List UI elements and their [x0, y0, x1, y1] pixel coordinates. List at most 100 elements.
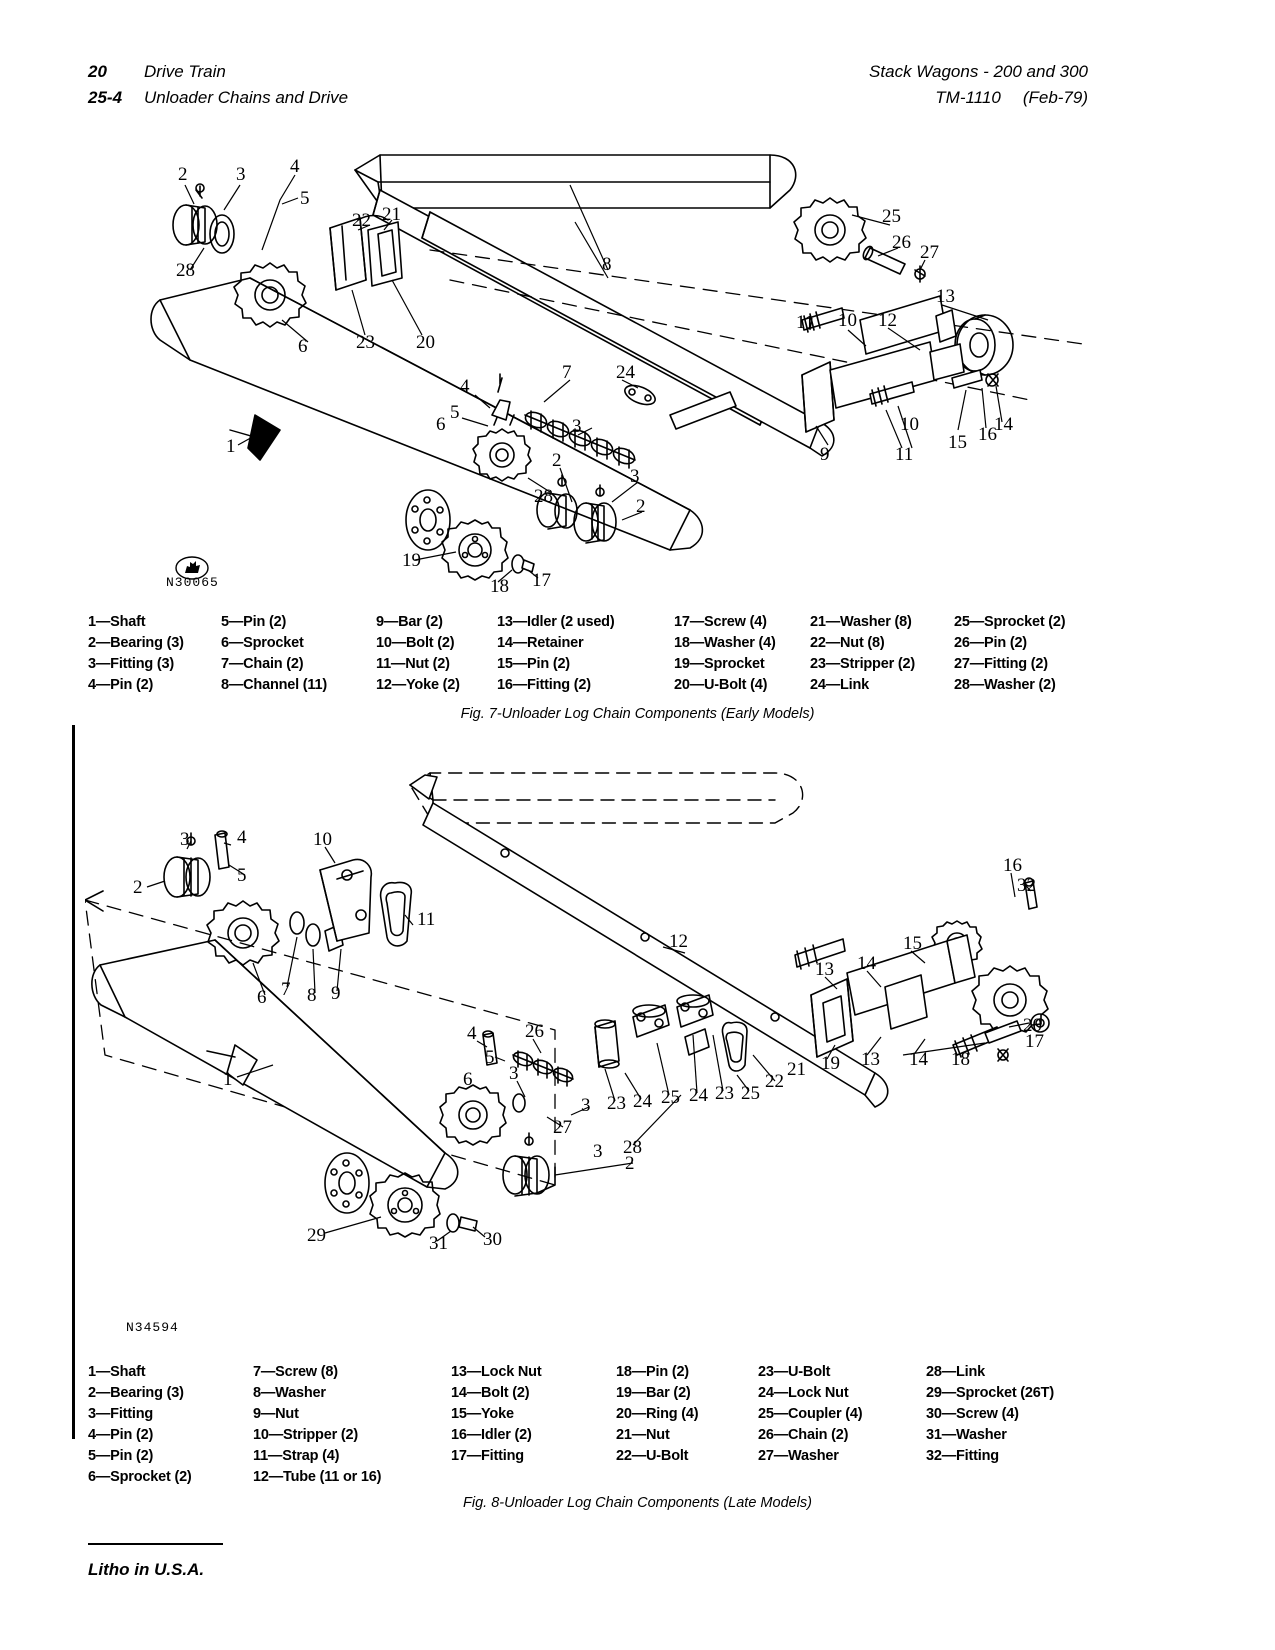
svg-text:3: 3 [509, 1063, 519, 1084]
part-item: 8—Washer [253, 1385, 326, 1401]
part-item: 7—Screw (8) [253, 1364, 338, 1380]
figure-7-drawing-number: N30065 [166, 575, 219, 590]
part-item: 26—Pin (2) [954, 635, 1027, 651]
svg-text:15: 15 [948, 432, 967, 453]
svg-text:19: 19 [821, 1053, 840, 1074]
page-number: 20 [88, 62, 107, 81]
figure-7-illustration: 2 3 4 5 28 6 22 21 23 20 8 1 25 26 27 13… [130, 130, 1160, 600]
svg-text:20: 20 [416, 332, 435, 353]
part-item: 15—Pin (2) [497, 656, 570, 672]
parts-column: 23—U-Bolt 24—Lock Nut 25—Coupler (4) 26—… [758, 1362, 863, 1467]
part-item: 11—Strap (4) [253, 1448, 340, 1464]
parts-column: 18—Pin (2) 19—Bar (2) 20—Ring (4) 21—Nut… [616, 1362, 699, 1467]
part-item: 24—Lock Nut [758, 1385, 849, 1401]
parts-column: 1—Shaft 2—Bearing (3) 3—Fitting (3) 4—Pi… [88, 612, 184, 696]
part-item: 14—Bolt (2) [451, 1385, 530, 1401]
part-item: 28—Link [926, 1364, 986, 1380]
svg-text:10: 10 [838, 310, 857, 331]
part-item: 27—Fitting (2) [954, 656, 1048, 672]
svg-text:22: 22 [352, 210, 371, 231]
svg-text:19: 19 [402, 550, 421, 571]
change-bar-middle [72, 737, 75, 1427]
figure-7-caption: Fig. 7-Unloader Log Chain Components (Ea… [460, 706, 815, 722]
part-item: 4—Pin (2) [88, 1427, 154, 1443]
svg-text:18: 18 [951, 1049, 970, 1070]
part-item: 11—Nut (2) [376, 656, 450, 672]
svg-text:17: 17 [1025, 1031, 1044, 1052]
part-item: 13—Idler (2 used) [497, 614, 615, 630]
svg-text:20: 20 [1023, 1015, 1042, 1036]
svg-text:7: 7 [281, 979, 291, 1000]
parts-column: 28—Link 29—Sprocket (26T) 30—Screw (4) 3… [926, 1362, 1054, 1467]
svg-text:12: 12 [669, 931, 688, 952]
part-item: 29—Sprocket (26T) [926, 1385, 1054, 1401]
svg-text:3: 3 [593, 1141, 603, 1162]
svg-text:32: 32 [1017, 875, 1036, 896]
svg-text:6: 6 [463, 1069, 473, 1090]
john-deere-logo [175, 555, 209, 586]
svg-text:23: 23 [356, 332, 375, 353]
svg-text:18: 18 [490, 576, 509, 597]
svg-text:16: 16 [1003, 855, 1022, 876]
svg-text:31: 31 [429, 1233, 448, 1254]
part-item: 21—Washer (8) [810, 614, 912, 630]
part-item: 23—U-Bolt [758, 1364, 831, 1380]
parts-column: 7—Screw (8) 8—Washer 9—Nut 10—Stripper (… [253, 1362, 381, 1488]
svg-text:5: 5 [237, 865, 247, 886]
part-item: 18—Washer (4) [674, 635, 776, 651]
part-item: 18—Pin (2) [616, 1364, 689, 1380]
figure-7-parts-list: 1—Shaft 2—Bearing (3) 3—Fitting (3) 4—Pi… [88, 612, 1178, 696]
svg-text:25: 25 [741, 1083, 760, 1104]
section-title: Drive Train [144, 62, 226, 81]
svg-text:21: 21 [382, 204, 401, 225]
subsection-title: Unloader Chains and Drive [144, 88, 349, 107]
svg-text:2: 2 [625, 1153, 635, 1174]
figure-8-parts-list: 1—Shaft 2—Bearing (3) 3—Fitting 4—Pin (2… [88, 1362, 1178, 1488]
footer-litho: Litho in U.S.A. [88, 1560, 205, 1579]
svg-text:4: 4 [460, 376, 470, 397]
svg-text:1: 1 [226, 436, 236, 457]
part-item: 2—Bearing (3) [88, 1385, 184, 1401]
svg-text:8: 8 [307, 985, 317, 1006]
part-item: 23—Stripper (2) [810, 656, 915, 672]
part-item: 27—Washer [758, 1448, 839, 1464]
part-item: 10—Bolt (2) [376, 635, 455, 651]
svg-text:23: 23 [715, 1083, 734, 1104]
svg-text:24: 24 [616, 362, 636, 383]
svg-text:6: 6 [298, 336, 308, 357]
part-item: 31—Washer [926, 1427, 1007, 1443]
part-item: 3—Fitting (3) [88, 656, 175, 672]
part-item: 19—Bar (2) [616, 1385, 691, 1401]
part-item: 30—Screw (4) [926, 1406, 1019, 1422]
svg-text:27: 27 [920, 242, 939, 263]
svg-text:6: 6 [257, 987, 267, 1008]
parts-column: 13—Idler (2 used) 14—Retainer 15—Pin (2)… [497, 612, 615, 696]
parts-column: 13—Lock Nut 14—Bolt (2) 15—Yoke 16—Idler… [451, 1362, 542, 1467]
part-item: 14—Retainer [497, 635, 584, 651]
part-item: 20—Ring (4) [616, 1406, 699, 1422]
svg-text:22: 22 [765, 1071, 784, 1092]
svg-text:28: 28 [623, 1137, 642, 1158]
part-item: 17—Fitting [451, 1448, 524, 1464]
svg-text:26: 26 [892, 232, 911, 253]
svg-text:10: 10 [313, 829, 332, 850]
svg-text:24: 24 [633, 1091, 653, 1112]
change-bar-bottom [72, 1427, 75, 1439]
svg-text:13: 13 [815, 959, 834, 980]
svg-text:27: 27 [553, 1117, 572, 1138]
part-item: 25—Sprocket (2) [954, 614, 1066, 630]
part-item: 21—Nut [616, 1427, 670, 1443]
svg-text:4: 4 [237, 827, 247, 848]
part-item: 19—Sprocket [674, 656, 765, 672]
svg-text:13: 13 [861, 1049, 880, 1070]
svg-text:26: 26 [525, 1021, 544, 1042]
svg-text:9: 9 [331, 983, 341, 1004]
part-item: 5—Pin (2) [221, 614, 287, 630]
manual-number: TM-1110 [935, 88, 1001, 107]
parts-column: 25—Sprocket (2) 26—Pin (2) 27—Fitting (2… [954, 612, 1066, 696]
manual-date: (Feb-79) [1022, 88, 1088, 107]
part-item: 20—U-Bolt (4) [674, 677, 768, 693]
part-item: 13—Lock Nut [451, 1364, 542, 1380]
change-bar-top [72, 725, 75, 737]
